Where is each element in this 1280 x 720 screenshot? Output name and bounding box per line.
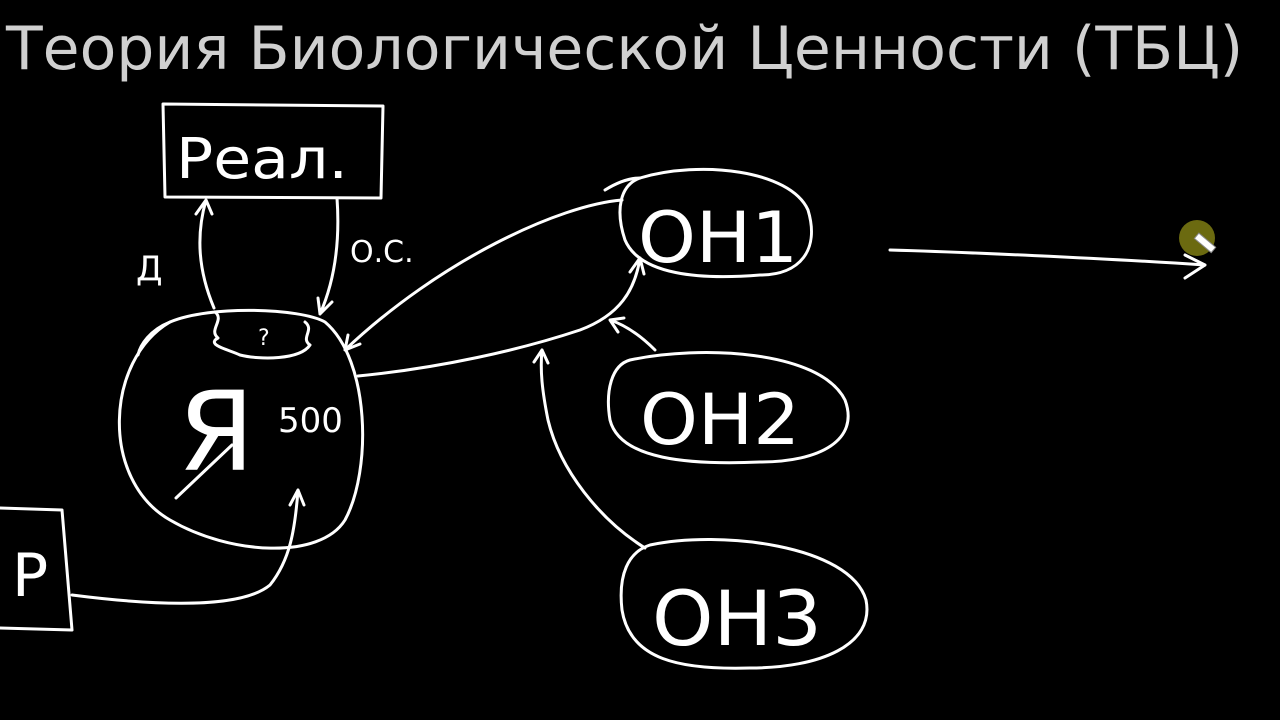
p-node: Р [0,506,74,632]
on3-label: ОН3 [652,574,822,663]
on3-ellipse [619,538,869,670]
question-mark: ? [258,326,270,351]
on1-stroke [603,176,642,192]
on2-to-link-arrow [608,316,657,352]
feedback-label: О.С. [350,235,414,270]
on1-ellipse [618,167,813,279]
on2-node: ОН2 [606,351,850,465]
p-box [0,506,74,632]
on2-label: ОН2 [640,379,800,461]
feedback-arrow [316,196,340,316]
outgoing-arrow [888,248,1207,280]
on3-to-link-arrow [532,348,647,550]
real-node: Реал. [161,102,385,200]
on3-node: ОН3 [619,538,869,670]
action-label: Д [136,249,163,289]
on2-ellipse [606,351,850,465]
on1-node: ОН1 [603,167,813,279]
self-node: ? Я 500 [117,308,365,550]
p-to-self-arrow [70,488,306,605]
pen-cursor-icon [1179,220,1217,256]
real-label: Реал. [176,127,348,192]
unknown-zone [213,310,312,360]
on1-label: ОН1 [638,197,798,279]
real-box [161,102,385,200]
self-circle [117,308,365,550]
action-arrow [194,198,216,310]
on1-to-self-arrow [343,198,624,352]
self-label: Я [178,368,254,496]
self-value: 500 [278,401,343,441]
self-to-on1-arrow [356,256,646,378]
self-circle-stroke [136,320,172,357]
page-title: Теория Биологической Ценности (ТБЦ) [6,14,1244,84]
self-stroke [174,443,234,500]
p-label: Р [12,541,48,611]
